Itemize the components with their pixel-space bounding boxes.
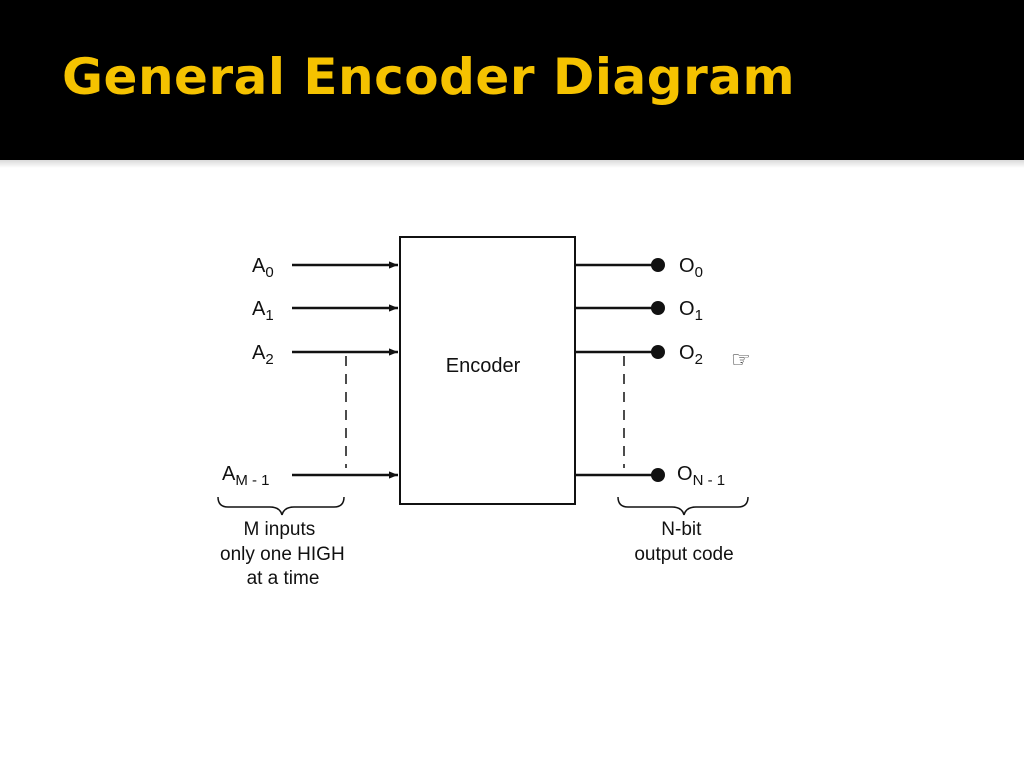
output-terminal-o1 xyxy=(651,301,665,315)
input-label-am-1: AM - 1 xyxy=(222,463,270,489)
title-bar xyxy=(0,0,1024,160)
pointing-hand-icon: ☞ xyxy=(731,348,751,373)
input-label-a2: A2 xyxy=(252,342,274,368)
encoder-block xyxy=(399,236,576,505)
input-caption: M inputs only one HIGH at a time xyxy=(220,519,350,589)
output-brace xyxy=(617,496,749,516)
output-caption: N-bit output code xyxy=(634,519,733,565)
output-label-o1: O1 xyxy=(679,298,703,324)
output-terminal-o0 xyxy=(651,258,665,272)
output-label-on-1: ON - 1 xyxy=(677,463,725,489)
output-terminal-o2 xyxy=(651,345,665,359)
input-label-a0: A0 xyxy=(252,255,274,281)
encoder-label: Encoder xyxy=(446,355,521,377)
input-label-a1: A1 xyxy=(252,298,274,324)
title-divider xyxy=(0,160,1024,168)
output-label-o2: O2 xyxy=(679,342,703,368)
input-brace xyxy=(217,496,345,516)
output-label-o0: O0 xyxy=(679,255,703,281)
slide-title: General Encoder Diagram xyxy=(62,48,796,106)
output-terminal-on-1 xyxy=(651,468,665,482)
